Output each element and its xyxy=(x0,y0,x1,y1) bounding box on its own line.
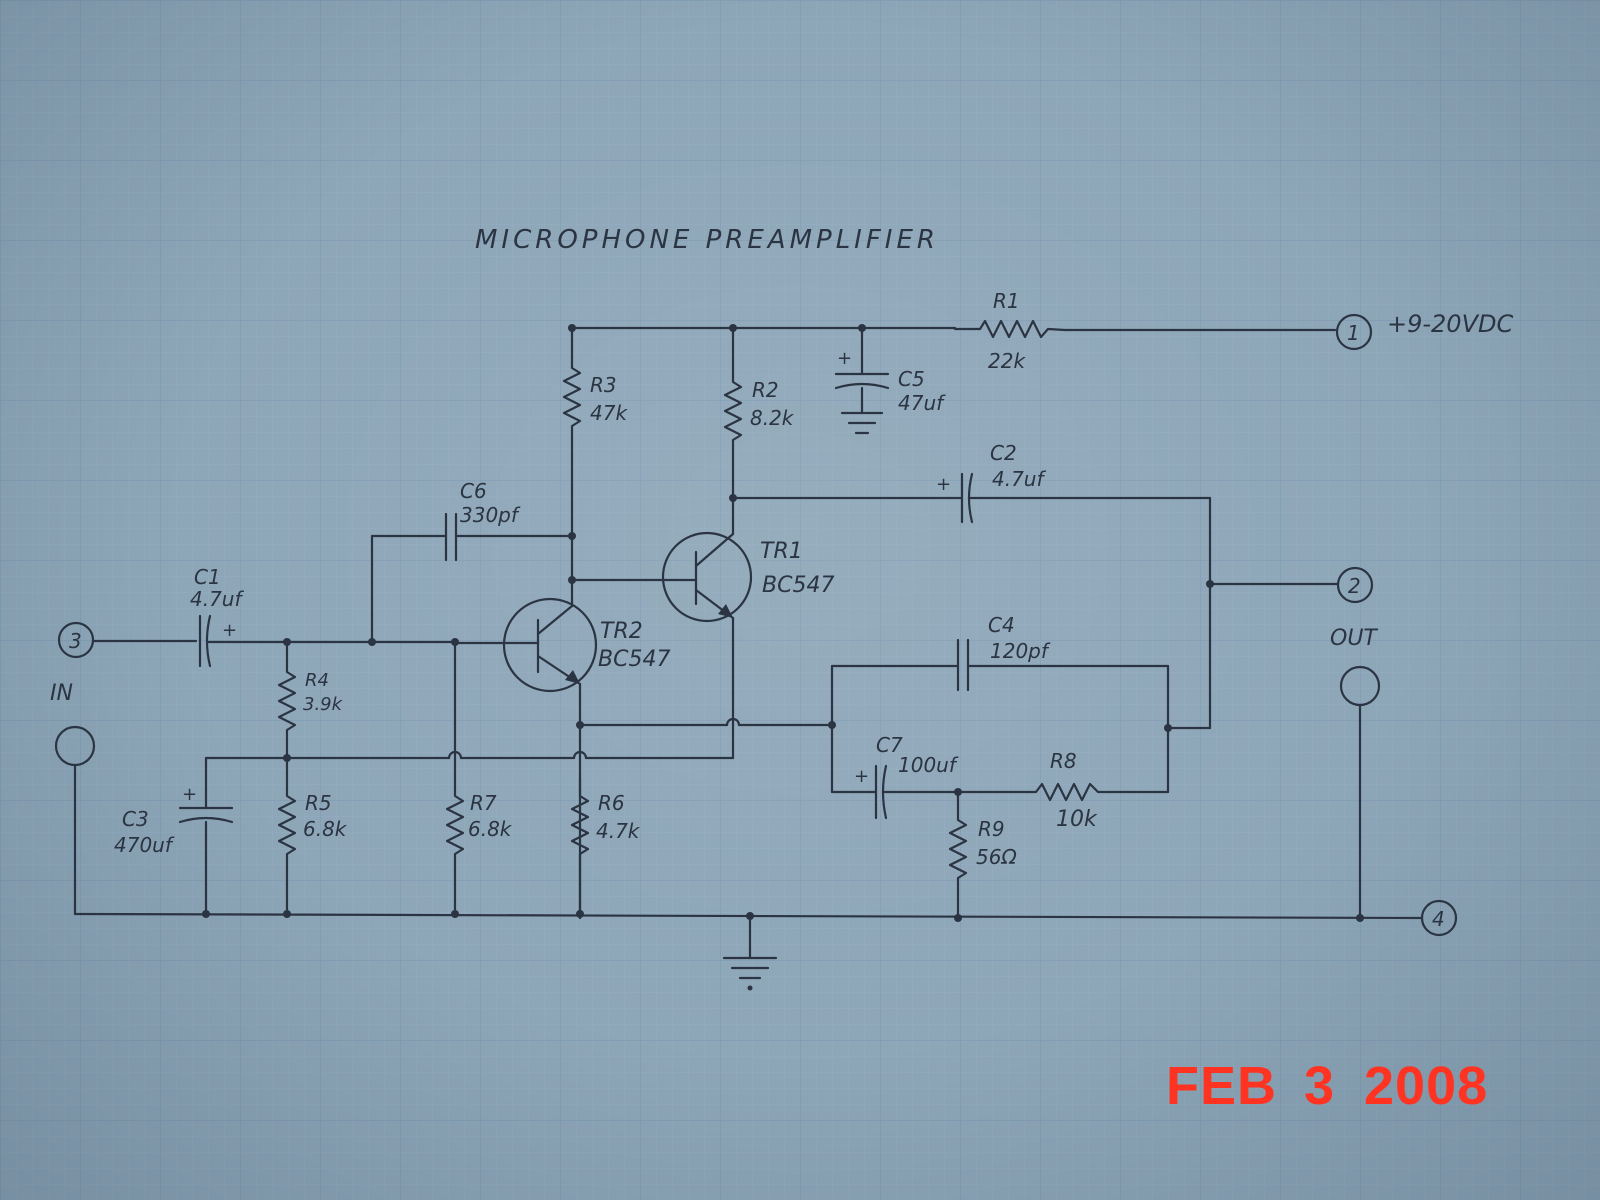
c5-name: C5 xyxy=(898,367,925,391)
r3-name: R3 xyxy=(590,373,617,397)
c5-value: 47uf xyxy=(898,391,946,415)
r7-name: R7 xyxy=(470,791,497,815)
output-jack: OUT xyxy=(1330,626,1381,922)
r2-value: 8.2k xyxy=(750,406,795,430)
c7-name: C7 xyxy=(876,733,903,757)
resistor-r4: R4 3.9k xyxy=(277,640,344,762)
supply-voltage-label: +9-20VDC xyxy=(1387,310,1513,338)
r4-value: 3.9k xyxy=(303,694,344,715)
r4-name: R4 xyxy=(305,670,329,691)
tr1-value: BC547 xyxy=(762,573,834,598)
r6-name: R6 xyxy=(598,791,625,815)
r7-value: 6.8k xyxy=(468,817,513,841)
diagram-title: MICROPHONE PREAMPLIFIER xyxy=(475,225,939,255)
c4-name: C4 xyxy=(988,613,1015,637)
transistor-tr1: TR1 BC547 xyxy=(568,496,834,760)
capacitor-c4: C4 120pf xyxy=(830,613,1172,794)
r8-value: 10k xyxy=(1056,807,1098,832)
r2-name: R2 xyxy=(752,378,779,402)
tr2-name: TR2 xyxy=(600,619,643,644)
capacitor-c7: + C7 100uf xyxy=(830,733,962,820)
r6-value: 4.7k xyxy=(596,819,641,843)
c4-value: 120pf xyxy=(990,639,1051,663)
c2-polarity: + xyxy=(936,474,951,495)
r1-name: R1 xyxy=(993,289,1020,313)
input-jack: IN xyxy=(50,681,96,916)
c6-name: C6 xyxy=(460,479,487,503)
bias-line xyxy=(204,750,735,810)
date-day: 3 xyxy=(1304,1056,1335,1116)
tr2-value: BC547 xyxy=(598,647,670,672)
c3-name: C3 xyxy=(122,807,149,831)
r1-value: 22k xyxy=(988,349,1026,373)
terminal-4-label: 4 xyxy=(1432,907,1445,931)
feedback-wire xyxy=(576,717,836,729)
resistor-r7: R7 6.8k xyxy=(445,640,513,918)
c6-value: 330pf xyxy=(460,503,521,527)
resistor-r5: R5 6.8k xyxy=(277,756,348,918)
resistor-r6: R6 4.7k xyxy=(570,776,641,918)
camera-date-stamp: FEB 3 2008 xyxy=(1166,1056,1488,1116)
terminal-1: 1 +9-20VDC xyxy=(1335,310,1513,351)
ground-rail xyxy=(73,912,1424,991)
c2-value: 4.7uf xyxy=(992,467,1046,491)
capacitor-c3: + C3 470uf xyxy=(114,784,234,918)
supply-rail xyxy=(568,324,1337,332)
c1-value: 4.7uf xyxy=(190,587,244,611)
terminal-3-label: 3 xyxy=(69,629,82,653)
date-month: FEB xyxy=(1166,1056,1277,1116)
capacitor-c6: C6 330pf xyxy=(370,479,576,644)
r5-name: R5 xyxy=(305,791,332,815)
resistor-r1: R1 22k xyxy=(953,289,1067,373)
c1-name: C1 xyxy=(194,565,221,589)
date-year: 2008 xyxy=(1364,1056,1488,1116)
terminal-2: 2 xyxy=(1336,566,1374,604)
capacitor-c2: + C2 4.7uf xyxy=(731,441,1212,524)
terminal-1-label: 1 xyxy=(1347,321,1360,345)
terminal-2-label: 2 xyxy=(1348,574,1361,598)
r8-name: R8 xyxy=(1050,749,1077,773)
transistor-tr2: TR2 BC547 xyxy=(453,534,670,920)
c3-value: 470uf xyxy=(114,833,175,857)
r9-name: R9 xyxy=(978,817,1005,841)
resistor-r3: R3 47k xyxy=(562,326,628,542)
c5-polarity: + xyxy=(837,348,852,369)
out-label: OUT xyxy=(1330,626,1378,651)
in-label: IN xyxy=(50,681,73,706)
tr1-name: TR1 xyxy=(760,539,803,564)
c1-polarity: + xyxy=(222,620,237,641)
c7-polarity: + xyxy=(854,766,869,787)
terminal-3: 3 xyxy=(57,621,198,659)
c2-name: C2 xyxy=(990,441,1017,465)
output-bus xyxy=(1166,496,1340,730)
c3-polarity: + xyxy=(182,784,197,805)
capacitor-c1: + C1 4.7uf xyxy=(190,565,459,668)
terminal-4: 4 xyxy=(1420,899,1458,937)
r5-value: 6.8k xyxy=(303,817,348,841)
c7-value: 100uf xyxy=(898,753,959,777)
r3-value: 47k xyxy=(590,401,628,425)
resistor-r8: R8 10k xyxy=(956,749,1170,832)
capacitor-c5: + C5 47uf xyxy=(834,326,946,435)
resistor-r9: R9 56Ω xyxy=(948,790,1017,920)
resistor-r2: R2 8.2k xyxy=(723,326,795,502)
r9-value: 56Ω xyxy=(976,845,1017,869)
